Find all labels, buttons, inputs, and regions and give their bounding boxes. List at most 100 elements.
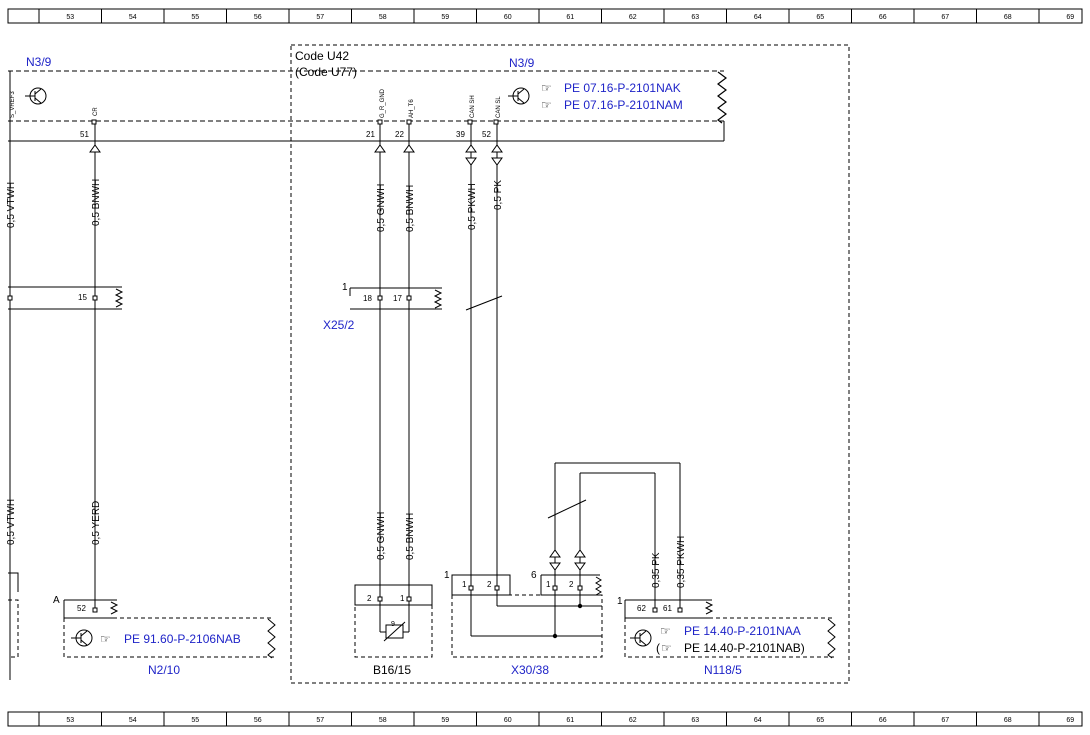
n2-10-ref[interactable]: PE 91.60-P-2106NAB <box>124 632 241 646</box>
ruler-number: 63 <box>691 14 699 21</box>
ruler-number: 60 <box>504 717 512 724</box>
ruler-number: 66 <box>879 14 887 21</box>
x25-2-label: X25/2 <box>323 318 355 332</box>
n3-9-label-left: N3/9 <box>26 55 52 69</box>
ruler-number: 58 <box>379 14 387 21</box>
code-u42-box <box>290 44 850 684</box>
ruler-number: 68 <box>1004 717 1012 724</box>
n3-9-ref-1[interactable]: PE 07.16-P-2101NAK <box>564 81 681 95</box>
x30-38-pin-1: 1 <box>462 580 467 589</box>
ruler-number: 54 <box>129 717 137 724</box>
x30-38-pin-2: 2 <box>487 580 492 589</box>
ruler-number: 67 <box>941 14 949 21</box>
wire-label-left-bottom: 0,5 VTWH <box>6 499 17 545</box>
hand-pointer-icon: ☞ <box>541 81 552 95</box>
transistor-icon <box>71 629 93 647</box>
ruler-number: 54 <box>129 14 137 21</box>
pin-52: 52 <box>482 130 491 139</box>
wire-label-bnwh-top: 0,5 BNWH <box>405 185 416 232</box>
ruler-number: 64 <box>754 717 762 724</box>
pin-name-can-sl: CAN SL <box>496 96 502 118</box>
wire-label-gnwh-top: 0,5 GNWH <box>376 184 387 232</box>
ruler-number: 56 <box>254 14 262 21</box>
transistor-icon <box>508 87 530 105</box>
code-u77-label: (Code U77) <box>295 65 357 79</box>
pin-name-s-vref3: S_VREF3 <box>10 91 16 118</box>
ruler-number: 66 <box>879 717 887 724</box>
hand-pointer-icon: ☞ <box>661 641 672 655</box>
wire-label-bnwh: 0,5 BNWH <box>91 179 102 226</box>
n2-10-pin-52: 52 <box>77 604 86 613</box>
n118-5-pin-1: 1 <box>617 596 623 607</box>
ruler-number: 59 <box>441 717 449 724</box>
b16-15-pin-9: 9 <box>391 621 395 628</box>
ruler-number: 57 <box>316 14 324 21</box>
n118-5-paren: ( <box>656 641 660 655</box>
pin-51: 51 <box>80 130 89 139</box>
ruler-number: 68 <box>1004 14 1012 21</box>
ruler-number: 53 <box>66 717 74 724</box>
b16-15-pin-2: 2 <box>367 594 372 603</box>
pin-name-cr: CR <box>93 107 99 116</box>
ruler-number: 61 <box>566 717 574 724</box>
x25-2-pin-17: 17 <box>393 294 402 303</box>
wire-label-gnwh-bottom: 0,5 GNWH <box>376 512 387 560</box>
ruler-number: 65 <box>816 14 824 21</box>
x30-38-pin-1b: 1 <box>546 580 551 589</box>
junction-dot <box>552 633 558 639</box>
x30-38-label: X30/38 <box>511 663 549 677</box>
n118-5-ref-1[interactable]: PE 14.40-P-2101NAA <box>684 624 801 638</box>
hand-pointer-icon: ☞ <box>660 624 671 638</box>
n118-5-pin-61: 61 <box>663 604 672 613</box>
n2-10-label: N2/10 <box>148 663 180 677</box>
pin-22: 22 <box>395 130 404 139</box>
transistor-icon <box>630 629 652 647</box>
b16-15-pin-1: 1 <box>400 594 405 603</box>
x25-2-pin-1: 1 <box>342 282 348 293</box>
hand-pointer-icon: ☞ <box>541 98 552 112</box>
n118-5-label: N118/5 <box>704 663 742 677</box>
n118-5-module <box>624 599 836 659</box>
n3-9-ref-2[interactable]: PE 07.16-P-2101NAM <box>564 98 683 112</box>
ruler-number: 55 <box>191 717 199 724</box>
connector-15 <box>7 286 124 310</box>
n118-5-ref-2[interactable]: PE 14.40-P-2101NAB) <box>684 641 805 655</box>
ruler-number: 69 <box>1066 717 1074 724</box>
x30-38-pin-1-group: 1 <box>444 570 450 581</box>
wire-label-pkwh-035: 0,35 PKWH <box>676 536 687 588</box>
n118-5-pin-62: 62 <box>637 604 646 613</box>
hand-pointer-icon: ☞ <box>100 632 111 646</box>
ruler-number: 61 <box>566 14 574 21</box>
wire-label-pkwh-top: 0,5 PKWH <box>467 183 478 230</box>
ruler-number: 63 <box>691 717 699 724</box>
ruler-number: 55 <box>191 14 199 21</box>
n3-9-module <box>8 70 727 680</box>
arrow-icons <box>89 144 586 571</box>
ruler-number: 62 <box>629 717 637 724</box>
x30-38-pin-6-group: 6 <box>531 570 537 581</box>
b16-15-label: B16/15 <box>373 663 411 677</box>
wire-label-yerd: 0,5 YERD <box>91 501 102 545</box>
n3-9-label-right: N3/9 <box>509 56 535 70</box>
pin-39: 39 <box>456 130 465 139</box>
ruler-number: 64 <box>754 14 762 21</box>
wire-label-bnwh-bottom: 0,5 BNWH <box>405 513 416 560</box>
x30-38-pin-2b: 2 <box>569 580 574 589</box>
transistor-icon <box>25 87 47 105</box>
ruler-number: 62 <box>629 14 637 21</box>
ruler-number: 58 <box>379 717 387 724</box>
ruler-number: 53 <box>66 14 74 21</box>
wire-label-left-top: 0,5 VTWH <box>6 182 17 228</box>
pin-21: 21 <box>366 130 375 139</box>
ruler-number: 67 <box>941 717 949 724</box>
n2-10-pin-a: A <box>53 595 60 606</box>
pin-name-ah-t6: AH_T6 <box>409 99 415 118</box>
n2-10-module <box>8 572 276 659</box>
ruler-number: 65 <box>816 717 824 724</box>
ruler-number: 69 <box>1066 14 1074 21</box>
x25-2-pin-18: 18 <box>363 294 372 303</box>
b16-15-sensor <box>354 584 433 658</box>
